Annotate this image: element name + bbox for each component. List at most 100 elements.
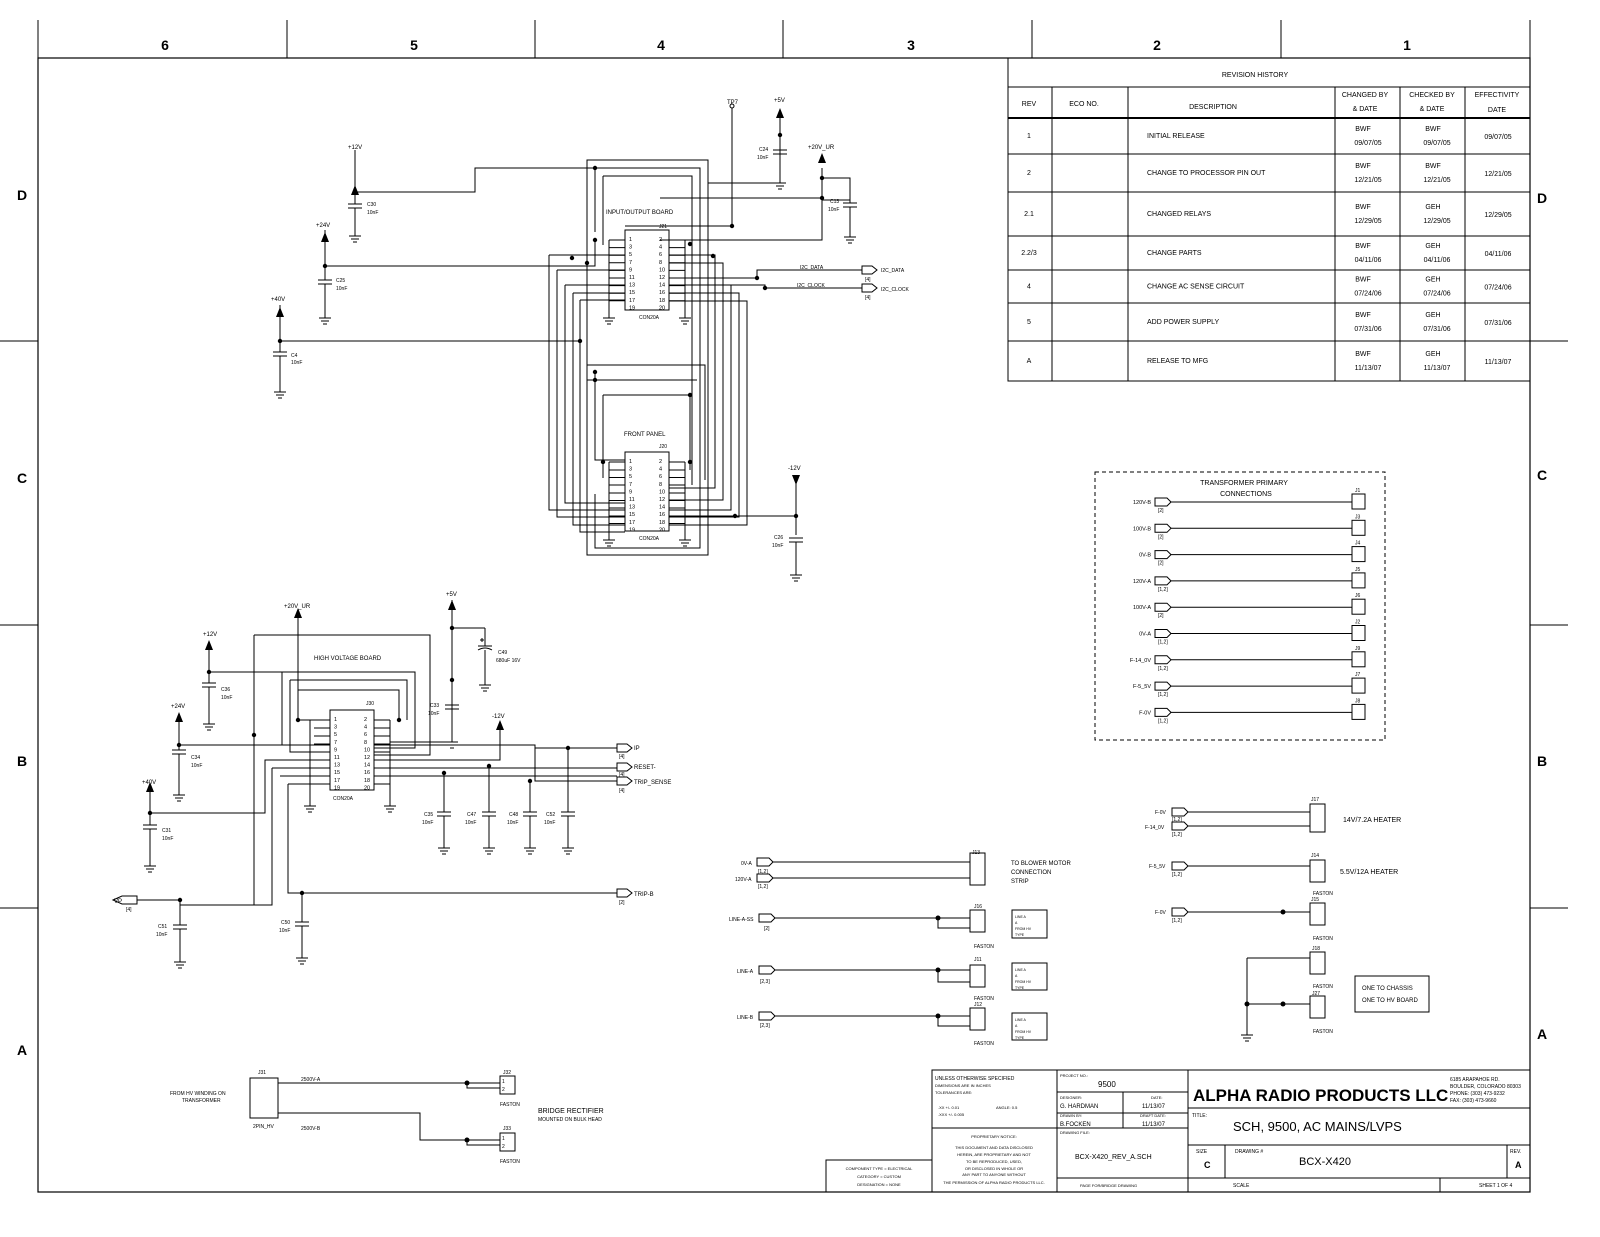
checked-by-cell: BWF [1425, 163, 1441, 170]
net-label-i2c-data: I2C_DATA [800, 265, 824, 271]
pin-number: 2 [502, 1144, 505, 1150]
changed-date-cell: 11/13/07 [1355, 365, 1382, 372]
effectivity-cell: 11/13/07 [1485, 359, 1512, 366]
junction-dots-hv [147, 625, 571, 903]
front-panel-title: FRONT PANEL [624, 432, 666, 438]
cap-ref: C31 [162, 828, 171, 834]
zone-column-label: 5 [410, 37, 418, 53]
heater-label-14v: 14V/7.2A HEATER [1343, 817, 1401, 824]
drawing-number-label: DRAWING # [1235, 1149, 1263, 1155]
bridge-rectifier-subtitle: MOUNTED ON BULK HEAD [538, 1117, 602, 1123]
cap-value: 10nF [156, 932, 167, 938]
cap-value: 10nF [428, 711, 439, 717]
faston-label: FASTON [1313, 936, 1333, 942]
proprietary-line: OR DISCLOSED IN WHOLE OR [965, 1166, 1023, 1171]
port-symbol [1154, 681, 1172, 691]
title-block-frame [825, 1069, 1531, 1193]
rail-label-plus20v: +20V_UR [808, 145, 835, 151]
pin-number: 2 [364, 717, 367, 723]
component-category: CATEGORY = CUSTOM [857, 1174, 901, 1179]
port-ref: [2,3] [760, 979, 770, 985]
tap-ref: [2] [1158, 534, 1164, 540]
port-label: F-5_5V [1149, 864, 1166, 870]
testpoint-label: TP7 [727, 100, 739, 106]
cap-ref: C47 [467, 812, 476, 818]
checked-date-cell: 12/29/05 [1423, 218, 1450, 225]
relay-note: A [1015, 921, 1018, 925]
company-address: 6185 ARAPAHOE RD. [1450, 1077, 1500, 1083]
port-ref: [4] [865, 277, 871, 283]
port-label-vp: VP [114, 899, 122, 905]
port-label: F-14_0V [1145, 825, 1165, 831]
cap-value: 10nF [465, 820, 476, 826]
junction-dots-line [935, 915, 941, 1019]
pin-number: 7 [629, 260, 632, 266]
pin-number: 20 [659, 305, 665, 311]
tap-connector [1351, 572, 1366, 589]
faston-label: FASTON [1313, 1029, 1333, 1035]
rail-label-plus12v: +12V [203, 632, 217, 638]
checked-date-cell: 09/07/05 [1423, 140, 1450, 147]
port-symbol [1154, 602, 1172, 612]
changed-by-cell: BWF [1355, 163, 1371, 170]
port-symbol [1154, 655, 1172, 665]
port-ref: [1,2] [758, 869, 768, 875]
page-note: PAGE FOR/BRIDGE DRAWING [1080, 1183, 1137, 1188]
cap-value: 10nF [221, 695, 232, 701]
pin-number: 14 [659, 505, 665, 511]
draft-date: 11/13/07 [1142, 1122, 1166, 1128]
cap-value: 10nF [422, 820, 433, 826]
connector-ref: J27 [1312, 991, 1320, 997]
pin-number: 14 [364, 763, 370, 769]
tap-connector [1351, 493, 1366, 510]
changed-by-cell: BWF [1355, 312, 1371, 319]
checked-by-cell: BWF [1425, 126, 1441, 133]
pin-number: 4 [659, 245, 662, 251]
checked-date-cell: 07/31/06 [1423, 326, 1450, 333]
pin-number: 20 [659, 527, 665, 533]
zone-row-label: D [17, 187, 27, 203]
transformer-taps [1154, 493, 1366, 720]
port-label-reset: RESET- [634, 765, 656, 771]
sheet-number: SHEET 1 OF 4 [1479, 1183, 1512, 1189]
port-ref: [1,2] [758, 884, 768, 890]
checked-by-cell: GEH [1425, 312, 1440, 319]
tap-connector-ref: J9 [1355, 646, 1361, 652]
faston-label: FASTON [500, 1102, 520, 1108]
pin-number: 5 [629, 474, 632, 480]
blower-note-line1: TO BLOWER MOTOR [1011, 861, 1071, 867]
junction-dots-rectifier [464, 1080, 470, 1143]
checked-by-cell: GEH [1425, 351, 1440, 358]
zone-row-label: D [1537, 190, 1547, 206]
drawn-by-label: DRAWN BY: [1060, 1113, 1082, 1118]
changed-by-cell: BWF [1355, 126, 1371, 133]
project-number: 9500 [1098, 1080, 1116, 1089]
cap-ref: C25 [336, 278, 345, 284]
tap-connector-ref: J2 [1355, 620, 1361, 626]
column-header-eco: ECO NO. [1069, 101, 1099, 108]
column-header-changed-by: CHANGED BY [1342, 92, 1389, 99]
net-label: 2500V-A [301, 1077, 321, 1083]
drawn-by-name: B.FOCKEN [1060, 1122, 1091, 1128]
tap-connector-ref: J8 [1355, 698, 1361, 704]
rail-label-plus20v: +20V_UR [284, 604, 311, 610]
pin-number: 7 [334, 740, 337, 746]
connector-ref: J15 [1311, 897, 1319, 903]
pin-number: 8 [659, 482, 662, 488]
rail-label-minus12v: -12V [492, 714, 505, 720]
tap-connector [1351, 519, 1366, 536]
port-ref: [4] [865, 295, 871, 301]
proprietary-line: ANY PART TO ANYONE WITHOUT [962, 1172, 1026, 1177]
port-ref: [1,2] [1172, 832, 1182, 838]
pin-number: 18 [659, 298, 665, 304]
faston-label: FASTON [974, 944, 994, 950]
rail-label-plus5v: +5V [774, 98, 785, 104]
revision-history-table [1007, 57, 1531, 382]
port-ref: [2,3] [760, 1023, 770, 1029]
connector-ref: J17 [1311, 797, 1319, 803]
cap-ref: C49 [498, 650, 507, 656]
rev-label: REV. [1510, 1149, 1521, 1155]
zone-row-label: C [17, 470, 27, 486]
port-ref: [1,2] [1172, 918, 1182, 924]
tap-connector-ref: J3 [1355, 514, 1361, 520]
